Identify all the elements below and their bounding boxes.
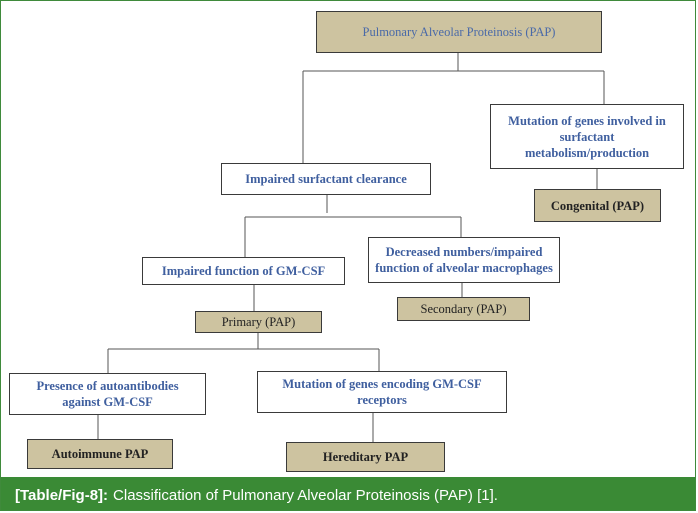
node-hereditary: Hereditary PAP (286, 442, 445, 472)
figure-caption-text: Classification of Pulmonary Alveolar Pro… (113, 487, 498, 504)
node-mutation-surfactant: Mutation of genes involved in surfactant… (490, 104, 684, 169)
node-primary: Primary (PAP) (195, 311, 322, 333)
classification-diagram: Pulmonary Alveolar Proteinosis (PAP) Mut… (1, 1, 695, 477)
node-pap-root: Pulmonary Alveolar Proteinosis (PAP) (316, 11, 602, 53)
node-autoantibodies-label: Presence of autoantibodies against GM-CS… (36, 379, 179, 409)
node-impaired-clearance: Impaired surfactant clearance (221, 163, 431, 195)
node-mutation-receptors: Mutation of genes encoding GM-CSF recept… (257, 371, 507, 413)
node-hereditary-label: Hereditary PAP (322, 450, 409, 464)
figure-caption: [Table/Fig-8]: Classification of Pulmona… (1, 477, 695, 510)
node-congenital-label: Congenital (PAP) (550, 198, 645, 213)
node-impaired-gmcsf-label: Impaired function of GM-CSF (161, 264, 326, 278)
node-autoimmune-label: Autoimmune PAP (51, 447, 149, 461)
node-autoimmune: Autoimmune PAP (27, 439, 173, 469)
node-decreased-macrophages-label: Decreased numbers/impaired function of a… (375, 245, 553, 275)
node-impaired-gmcsf: Impaired function of GM-CSF (142, 257, 345, 285)
node-pap-root-label: Pulmonary Alveolar Proteinosis (PAP) (362, 25, 556, 39)
node-congenital: Congenital (PAP) (534, 189, 661, 222)
node-secondary: Secondary (PAP) (397, 297, 530, 321)
node-mutation-surfactant-label: Mutation of genes involved in surfactant… (508, 113, 666, 160)
node-decreased-macrophages: Decreased numbers/impaired function of a… (368, 237, 560, 283)
node-impaired-clearance-label: Impaired surfactant clearance (245, 172, 407, 186)
node-primary-label: Primary (PAP) (221, 315, 296, 329)
node-mutation-receptors-label: Mutation of genes encoding GM-CSF recept… (282, 377, 482, 407)
connector-lines (97, 53, 605, 442)
figure-caption-label: [Table/Fig-8]: (15, 487, 109, 504)
node-autoantibodies: Presence of autoantibodies against GM-CS… (9, 373, 206, 415)
node-secondary-label: Secondary (PAP) (420, 302, 507, 316)
